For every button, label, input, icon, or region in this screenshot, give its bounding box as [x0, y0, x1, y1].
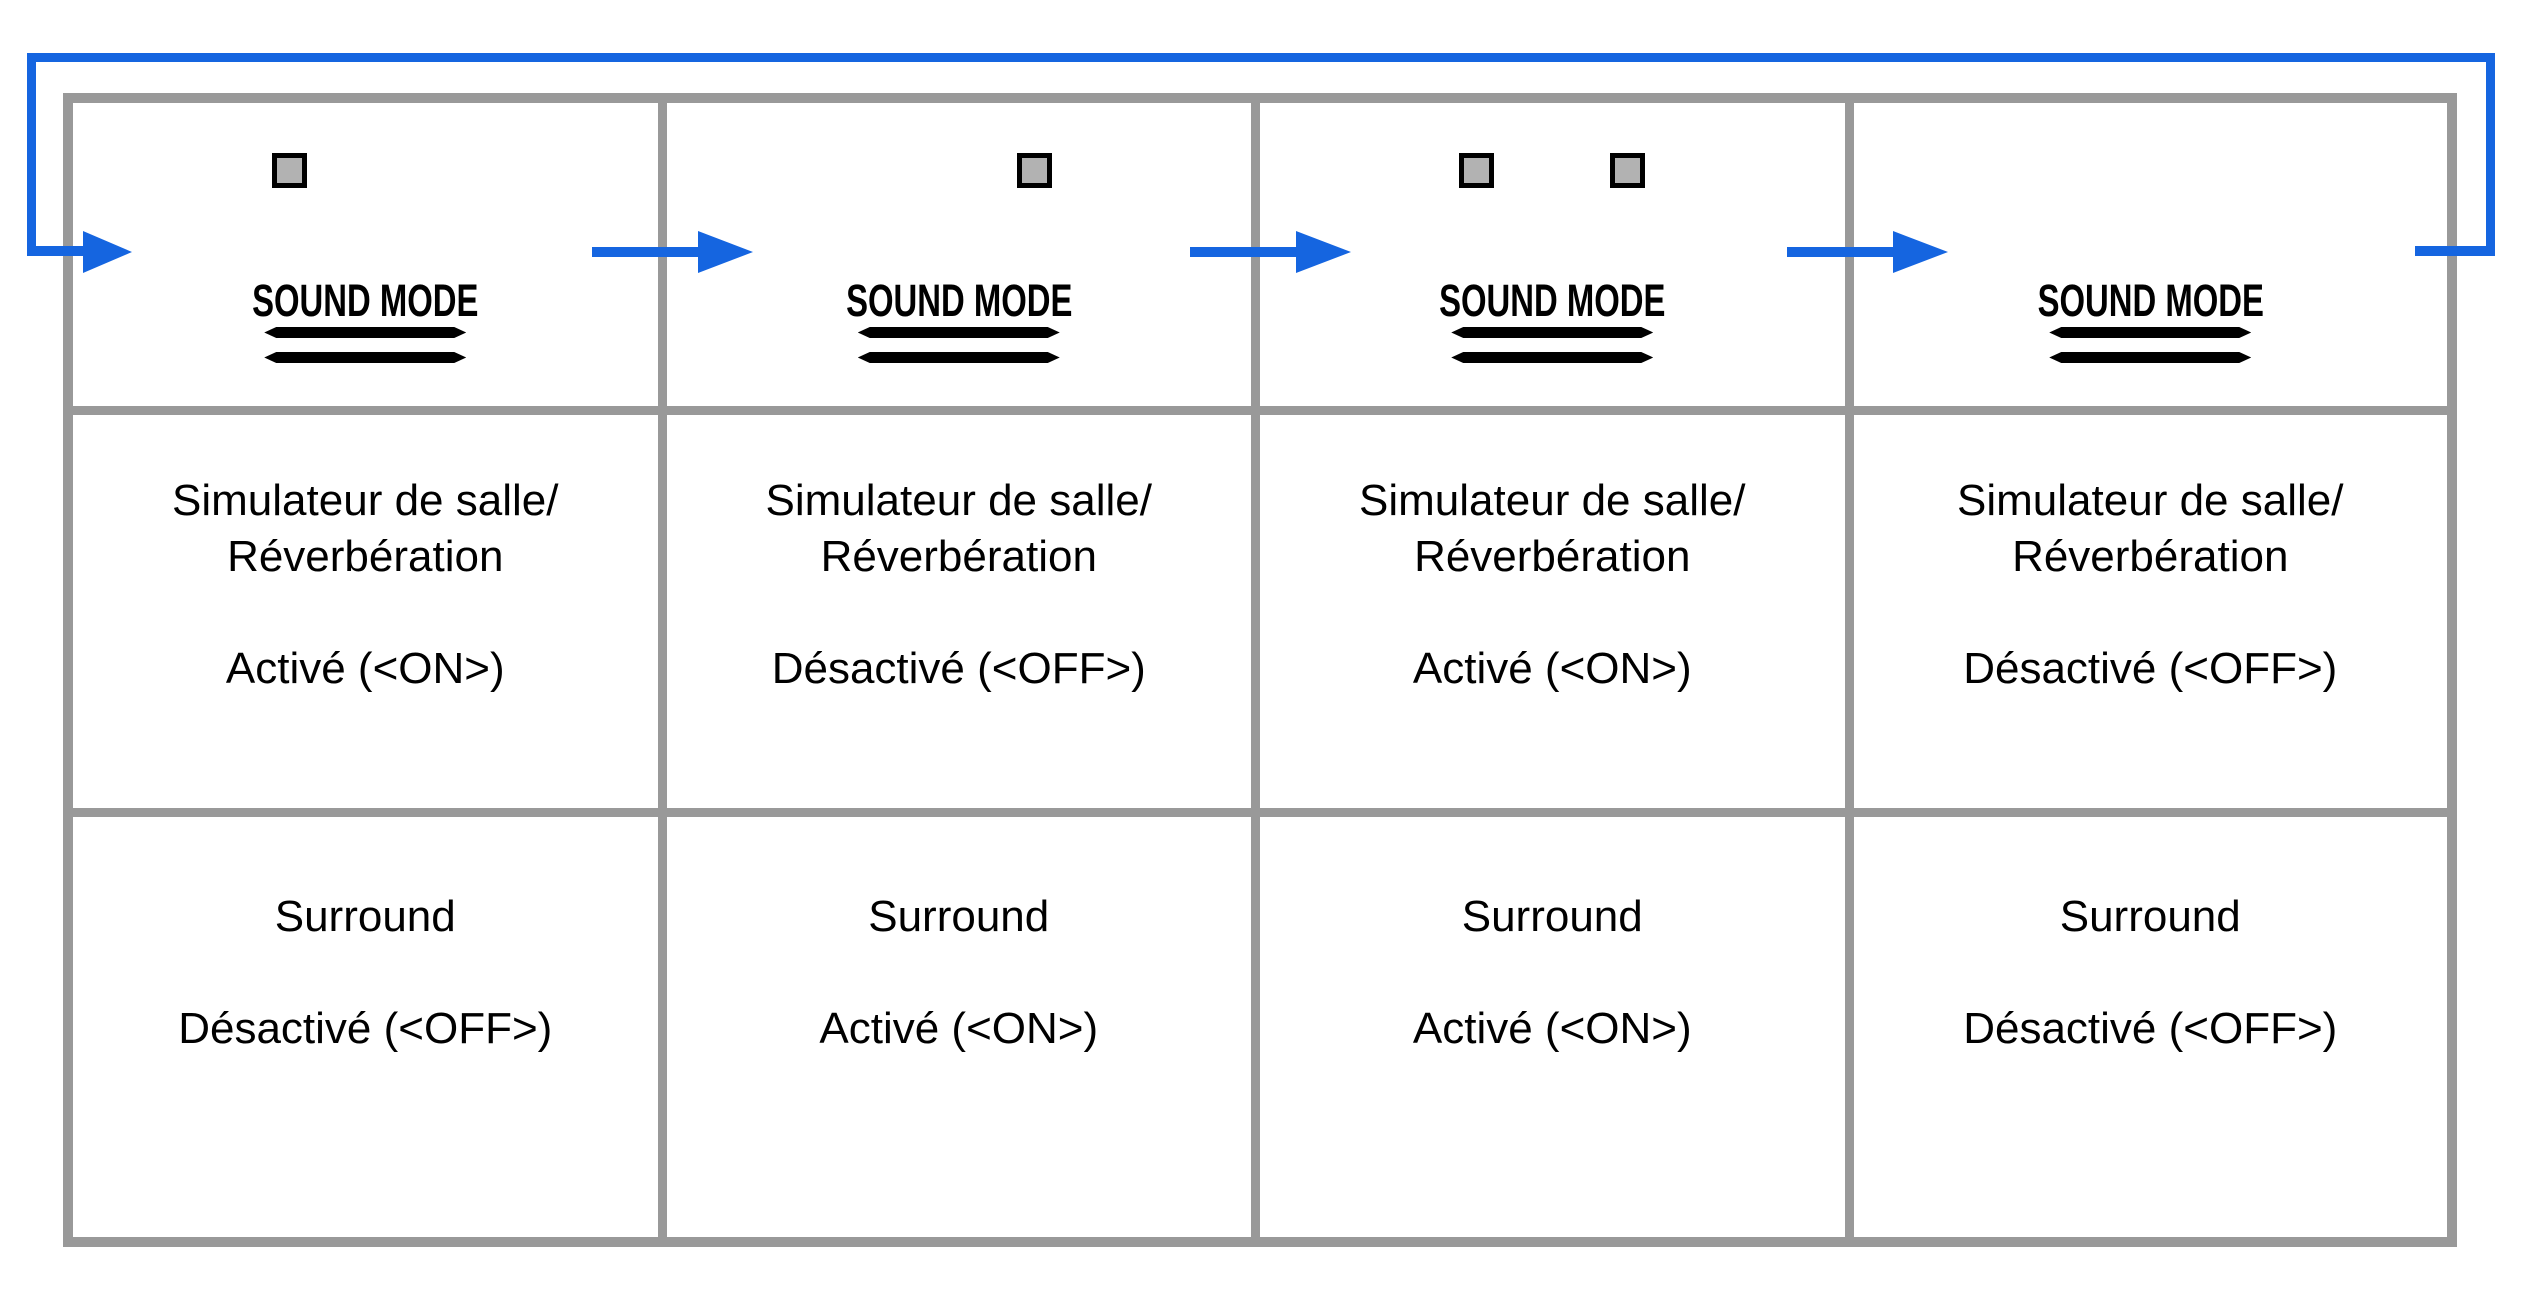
room-simulator-title-line1: Simulateur de salle/: [1957, 476, 2344, 525]
room-simulator-led-indicator: [1459, 153, 1495, 188]
led-row: [1854, 153, 2448, 188]
room-simulator-title-line1: Simulateur de salle/: [172, 476, 559, 525]
sound-mode-button: SOUND MODE: [1854, 275, 2448, 363]
sound-mode-bar-icon: [264, 352, 466, 363]
state1-room-simulator-cell: Simulateur de salle/ Réverbération Activ…: [73, 415, 667, 817]
sound-mode-label: SOUND MODE: [252, 275, 479, 326]
sound-mode-bar-icon: [858, 327, 1060, 338]
state-table: SOUND MODE SOUND MODE SOUND MODE: [63, 93, 2457, 1247]
flow-arrow-state2-to-state3: [1190, 231, 1351, 273]
room-simulator-title-line2: Réverbération: [227, 532, 504, 581]
sound-mode-button: SOUND MODE: [667, 275, 1252, 363]
state2-surround-cell: Surround Activé (<ON>): [666, 817, 1260, 1237]
cycle-exit-segment: [2415, 246, 2495, 256]
sound-mode-bar-icon: [1451, 327, 1653, 338]
sound-mode-label: SOUND MODE: [845, 275, 1072, 326]
cycle-return-line-left: [27, 53, 36, 256]
sound-mode-bar-icon: [858, 352, 1060, 363]
sound-mode-bar-icon: [1451, 352, 1653, 363]
room-simulator-title-line1: Simulateur de salle/: [765, 476, 1152, 525]
state4-room-simulator-cell: Simulateur de salle/ Réverbération Désac…: [1853, 415, 2447, 817]
state3-room-simulator-cell: Simulateur de salle/ Réverbération Activ…: [1260, 415, 1854, 817]
room-simulator-status: Désactivé (<OFF>): [771, 644, 1146, 693]
state4-surround-cell: Surround Désactivé (<OFF>): [1853, 817, 2447, 1237]
state2-room-simulator-cell: Simulateur de salle/ Réverbération Désac…: [666, 415, 1260, 817]
arrow-head-icon: [1296, 231, 1351, 273]
room-simulator-led-indicator: [272, 153, 308, 188]
room-simulator-title-line2: Réverbération: [2012, 532, 2289, 581]
surround-status: Désactivé (<OFF>): [1963, 1004, 2338, 1053]
state3-button-cell: SOUND MODE: [1260, 103, 1854, 415]
room-simulator-title-line2: Réverbération: [1414, 532, 1691, 581]
room-simulator-title-line1: Simulateur de salle/: [1359, 476, 1746, 525]
room-simulator-status: Activé (<ON>): [225, 644, 505, 693]
room-simulator-status: Désactivé (<OFF>): [1963, 644, 2338, 693]
surround-led-indicator: [1016, 153, 1052, 188]
arrow-head-icon: [698, 231, 753, 273]
surround-status: Activé (<ON>): [819, 1004, 1099, 1053]
led-row: [73, 153, 658, 188]
arrow-shaft: [1787, 247, 1893, 257]
surround-title: Surround: [2059, 892, 2241, 941]
sound-mode-button: SOUND MODE: [1260, 275, 1845, 363]
cycle-return-line-right: [2486, 53, 2495, 256]
sound-mode-bar-icon: [2049, 327, 2251, 338]
sound-mode-label: SOUND MODE: [1439, 275, 1666, 326]
room-simulator-title-line2: Réverbération: [820, 532, 1097, 581]
surround-led-indicator: [1610, 153, 1646, 188]
surround-title: Surround: [1461, 892, 1643, 941]
surround-title: Surround: [274, 892, 456, 941]
room-simulator-status: Activé (<ON>): [1412, 644, 1692, 693]
surround-status: Activé (<ON>): [1412, 1004, 1692, 1053]
cycle-return-line-top: [27, 53, 2495, 62]
arrow-head-icon: [1893, 231, 1948, 273]
state4-button-cell: SOUND MODE: [1853, 103, 2448, 415]
arrow-shaft: [1190, 247, 1296, 257]
state2-button-cell: SOUND MODE: [666, 103, 1260, 415]
flow-arrow-state1-to-state2: [592, 231, 753, 273]
cycle-entry-arrow-icon: [83, 231, 132, 273]
led-row: [667, 153, 1252, 188]
state1-button-cell: SOUND MODE: [73, 103, 667, 415]
state1-surround-cell: Surround Désactivé (<OFF>): [73, 817, 667, 1237]
sound-mode-bar-icon: [2049, 352, 2251, 363]
sound-mode-button: SOUND MODE: [73, 275, 658, 363]
flow-arrow-state3-to-state4: [1787, 231, 1948, 273]
surround-status: Désactivé (<OFF>): [178, 1004, 553, 1053]
arrow-shaft: [592, 247, 698, 257]
sound-mode-bar-icon: [264, 327, 466, 338]
surround-title: Surround: [868, 892, 1050, 941]
cycle-entry-segment: [27, 246, 83, 256]
sound-mode-label: SOUND MODE: [2037, 275, 2264, 326]
led-row: [1260, 153, 1845, 188]
state3-surround-cell: Surround Activé (<ON>): [1260, 817, 1854, 1237]
